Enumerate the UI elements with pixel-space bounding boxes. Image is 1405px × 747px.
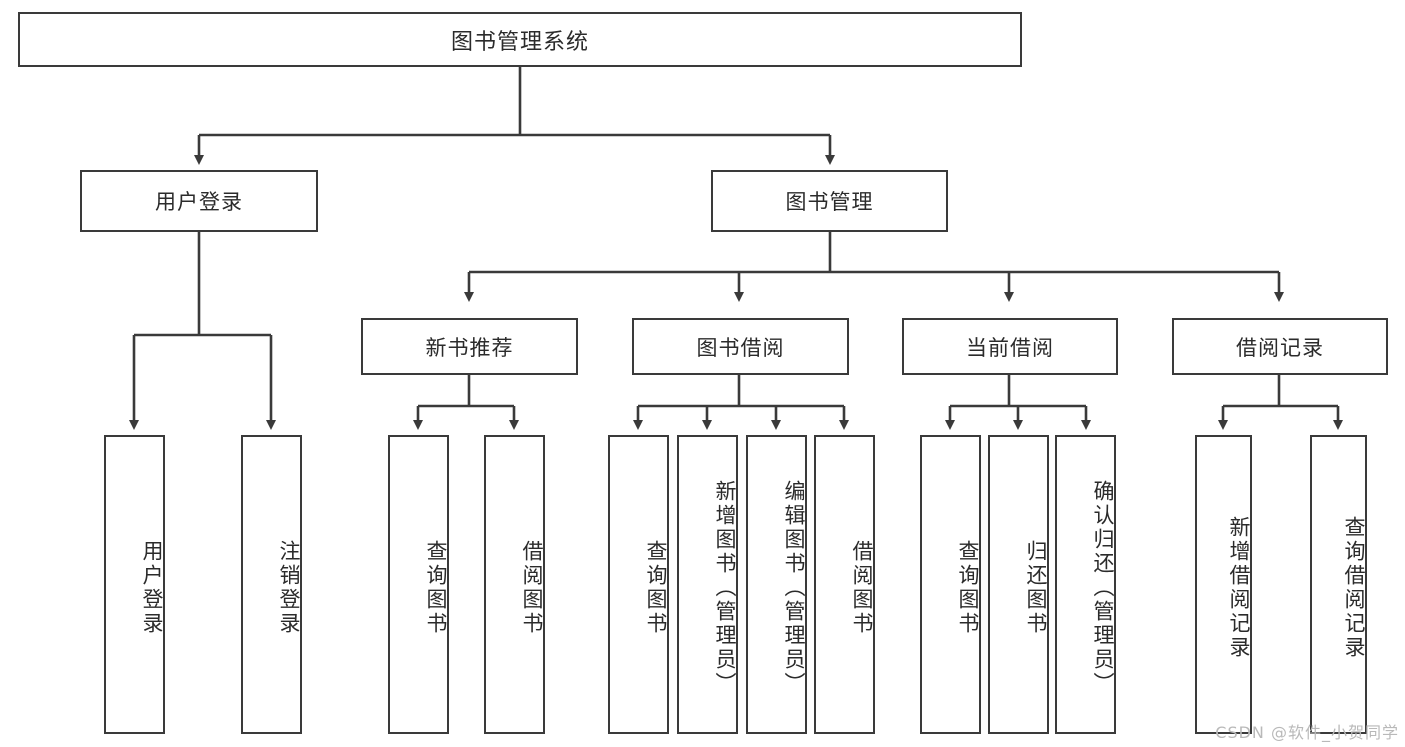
node-user-login[interactable]: 用户登录 <box>80 170 318 232</box>
leaf-new-book-borrow[interactable]: 借阅图书 <box>484 435 545 734</box>
node-book-borrow[interactable]: 图书借阅 <box>632 318 849 375</box>
leaf-borrow-record-query[interactable]: 查询借阅记录 <box>1310 435 1367 734</box>
leaf-new-book-query[interactable]: 查询图书 <box>388 435 449 734</box>
node-borrow-record[interactable]: 借阅记录 <box>1172 318 1388 375</box>
leaf-borrow-record-add[interactable]: 新增借阅记录 <box>1195 435 1252 734</box>
node-current-borrow[interactable]: 当前借阅 <box>902 318 1118 375</box>
leaf-current-borrow-return[interactable]: 归还图书 <box>988 435 1049 734</box>
leaf-book-borrow-edit[interactable]: 编辑图书（管理员） <box>746 435 807 734</box>
node-new-book-recommend[interactable]: 新书推荐 <box>361 318 578 375</box>
node-book-management[interactable]: 图书管理 <box>711 170 948 232</box>
leaf-current-borrow-confirm-return[interactable]: 确认归还（管理员） <box>1055 435 1116 734</box>
leaf-current-borrow-query[interactable]: 查询图书 <box>920 435 981 734</box>
watermark-text: CSDN @软件_小贺同学 <box>1215 723 1399 742</box>
leaf-book-borrow-lend[interactable]: 借阅图书 <box>814 435 875 734</box>
node-root[interactable]: 图书管理系统 <box>18 12 1022 67</box>
leaf-book-borrow-add[interactable]: 新增图书（管理员） <box>677 435 738 734</box>
leaf-book-borrow-query[interactable]: 查询图书 <box>608 435 669 734</box>
leaf-user-login-signin[interactable]: 用户登录 <box>104 435 165 734</box>
leaf-user-login-signout[interactable]: 注销登录 <box>241 435 302 734</box>
